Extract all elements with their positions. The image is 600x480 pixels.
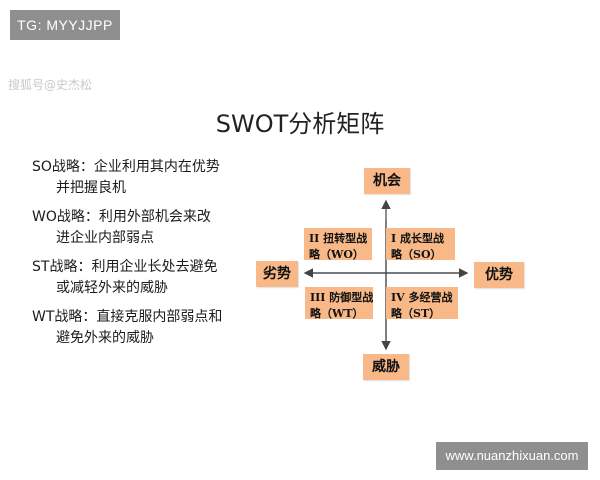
- strategy-wo: WO战略：利用外部机会来改 进企业内部弱点: [32, 207, 262, 249]
- axis-label-opportunity: 机会: [364, 168, 410, 194]
- quadrant-wt-line1: III 防御型战: [310, 291, 374, 304]
- quadrant-wt: III 防御型战 略（WT）: [305, 287, 374, 320]
- quadrant-wo-line2: 略（WO）: [309, 248, 364, 261]
- strategy-wo-line1: WO战略：利用外部机会来改: [32, 209, 211, 225]
- quadrant-st-line2: 略（ST）: [391, 307, 441, 320]
- quadrant-st: IV 多经营战 略（ST）: [386, 287, 458, 320]
- axis-label-weakness: 劣势: [256, 261, 298, 287]
- tg-tag: TG: MYYJJPP: [10, 10, 120, 40]
- quadrant-so: I 成长型战 略（SO）: [386, 228, 455, 261]
- strategy-st-line2: 或减轻外来的威胁: [56, 280, 168, 296]
- strategy-so-line2: 并把握良机: [56, 180, 126, 196]
- axis-label-strength: 优势: [474, 262, 524, 288]
- source-watermark: 搜狐号@史杰松: [8, 78, 93, 92]
- strategy-wo-line2: 进企业内部弱点: [56, 230, 154, 246]
- strategy-so: SO战略：企业利用其内在优势 并把握良机: [32, 157, 262, 199]
- strategy-wt-line2: 避免外来的威胁: [56, 330, 154, 346]
- page-title: SWOT分析矩阵: [215, 110, 385, 138]
- quadrant-so-line2: 略（SO）: [391, 248, 442, 261]
- axis-label-threat: 威胁: [363, 354, 409, 380]
- strategy-so-line1: SO战略：企业利用其内在优势: [32, 159, 220, 175]
- strategy-st: ST战略：利用企业长处去避免 或减轻外来的威胁: [32, 257, 262, 299]
- strategy-list: SO战略：企业利用其内在优势 并把握良机 WO战略：利用外部机会来改 进企业内部…: [32, 157, 262, 357]
- quadrant-wo: II 扭转型战 略（WO）: [304, 228, 372, 261]
- quadrant-st-line1: IV 多经营战: [391, 291, 453, 304]
- quadrant-wt-line2: 略（WT）: [310, 307, 364, 320]
- strategy-st-line1: ST战略：利用企业长处去避免: [32, 259, 218, 275]
- url-tag: www.nuanzhixuan.com: [436, 442, 588, 470]
- quadrant-so-line1: I 成长型战: [391, 232, 444, 245]
- quadrant-wo-line1: II 扭转型战: [309, 232, 368, 245]
- strategy-wt-line1: WT战略：直接克服内部弱点和: [32, 309, 223, 325]
- strategy-wt: WT战略：直接克服内部弱点和 避免外来的威胁: [32, 307, 262, 349]
